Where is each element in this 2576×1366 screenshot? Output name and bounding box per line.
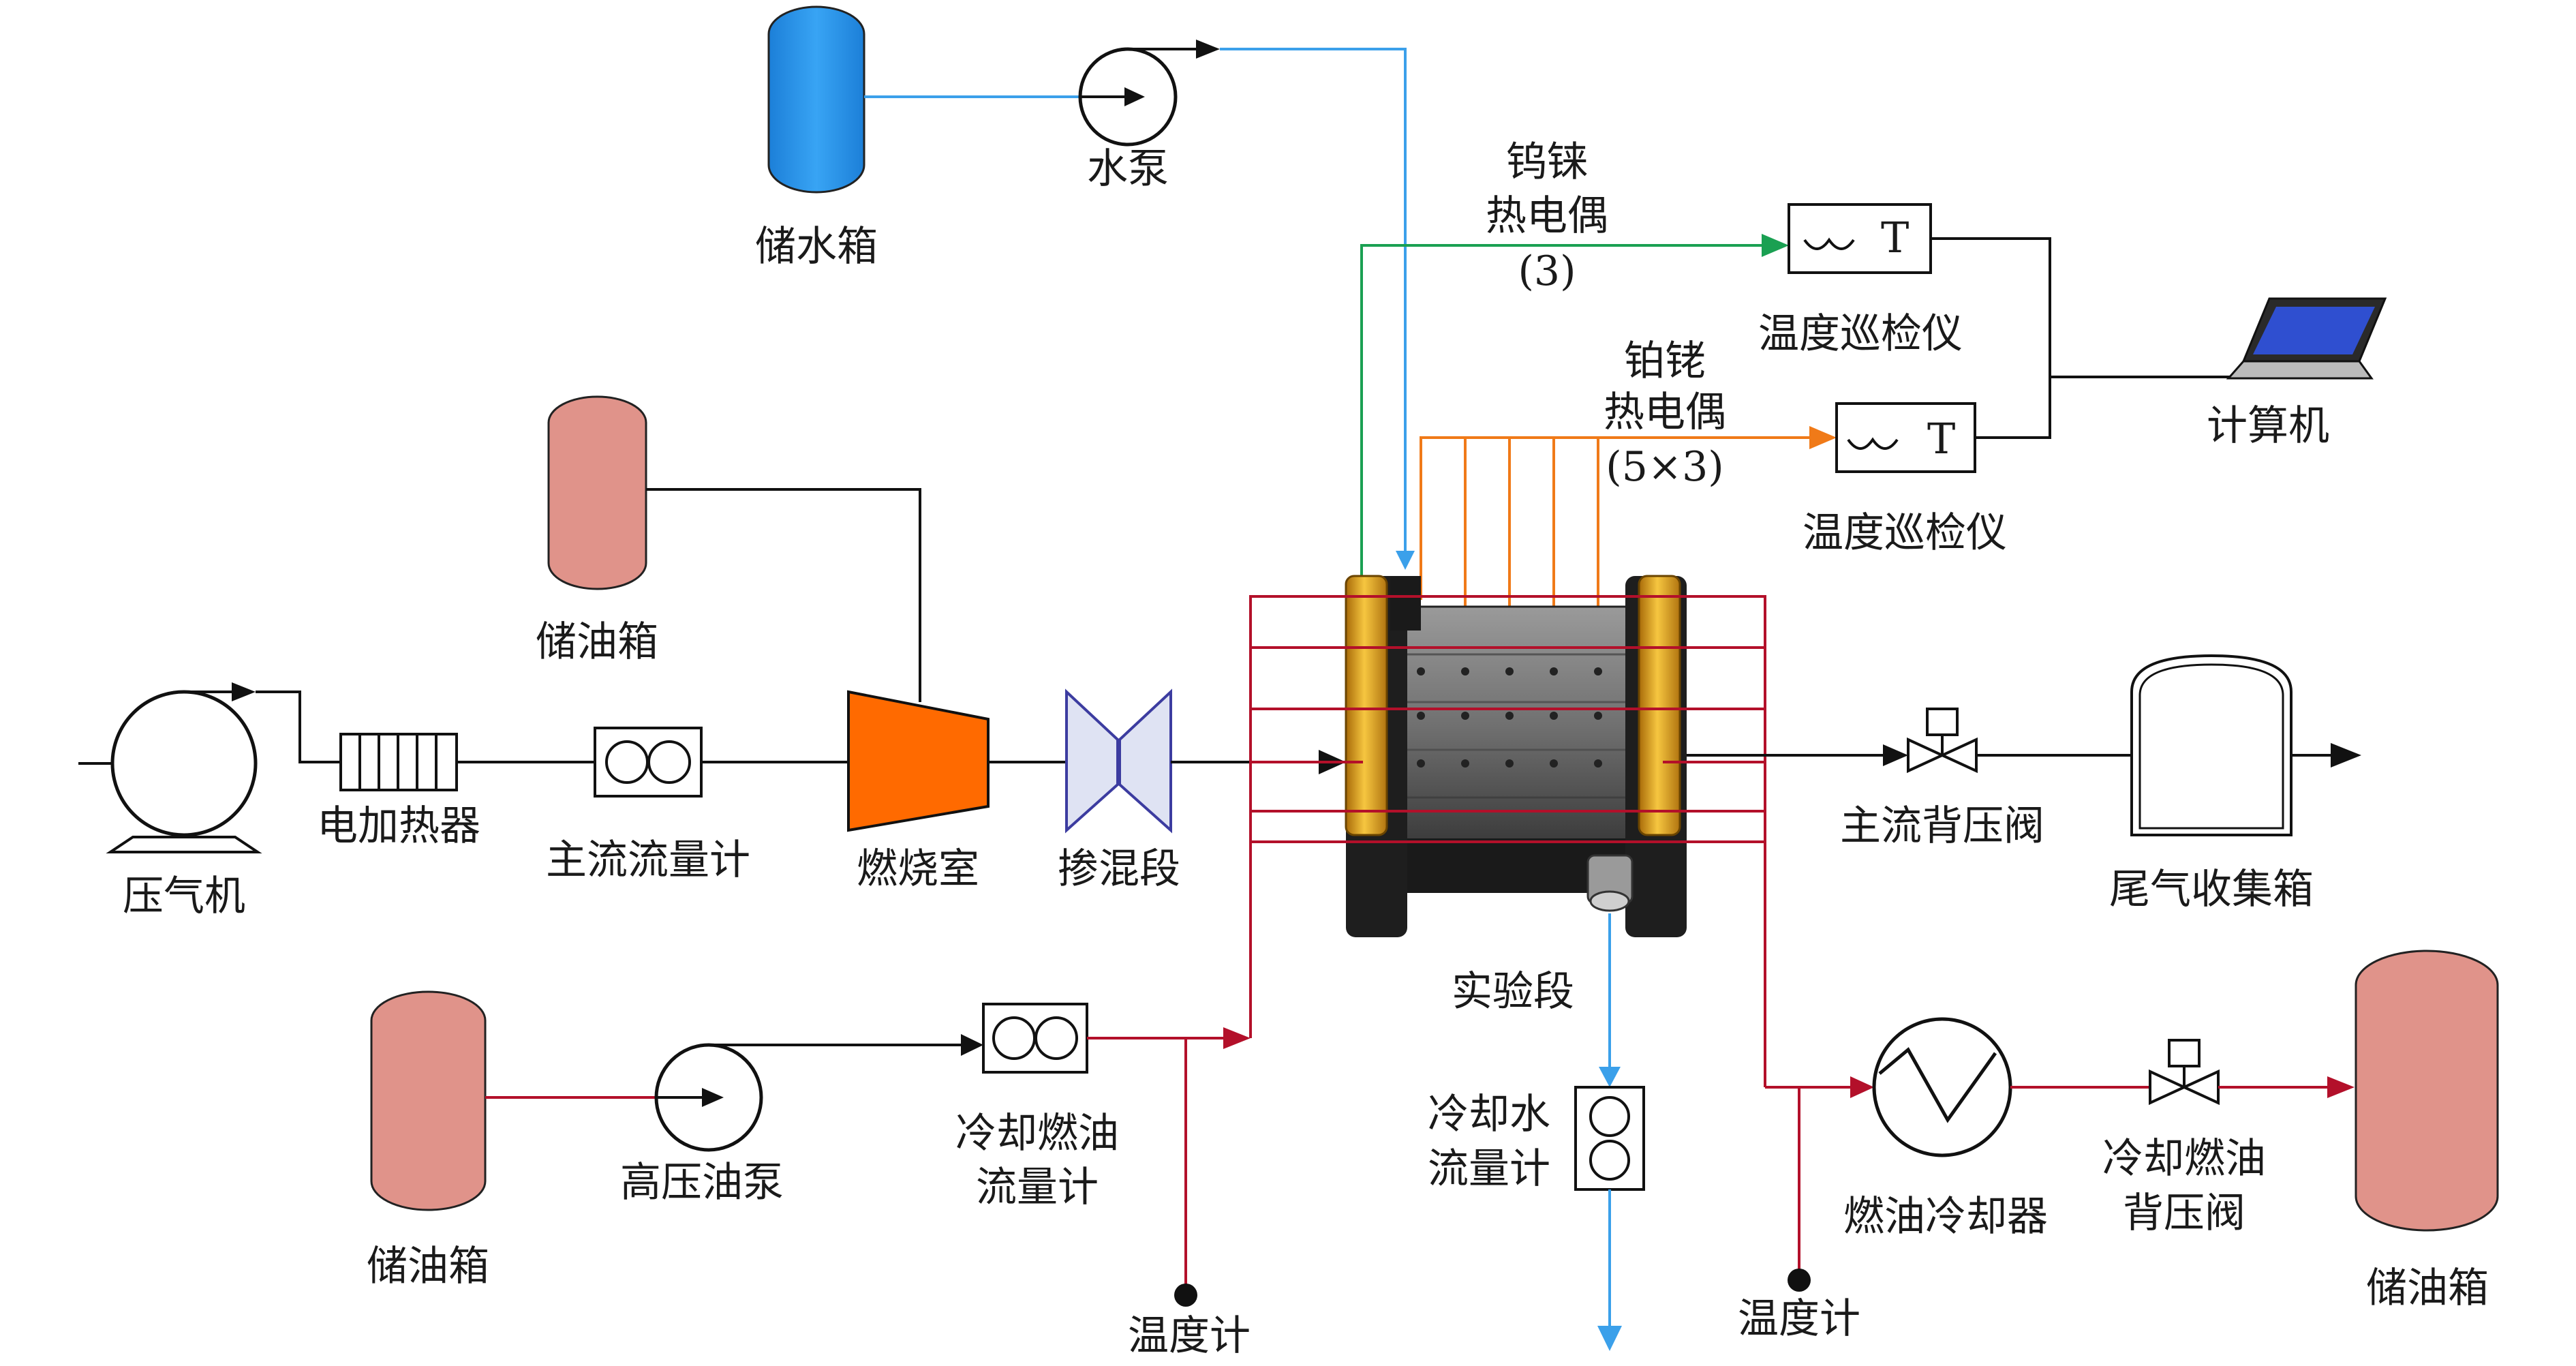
- combustor: [847, 690, 990, 832]
- temp-scanner-1: T: [1788, 203, 1932, 274]
- oil-tank-left: [370, 990, 487, 1211]
- pt-rh-thermocouple-lines: [1420, 426, 1837, 624]
- oil-tank-right: [2355, 950, 2499, 1232]
- water-drain-arrow: [1597, 1326, 1622, 1351]
- label-main-bp-valve: 主流背压阀: [1840, 802, 2044, 850]
- scanner-2-symbol: T: [1927, 414, 1955, 464]
- line-compressor-to-heater: [256, 690, 341, 763]
- fuel-return-arrow: [1850, 1076, 1874, 1098]
- water-inlet-arrow: [1396, 551, 1415, 570]
- label-exhaust-tank: 尾气收集箱: [2109, 866, 2314, 913]
- label-temp-scanner-1: 温度巡检仪: [1758, 310, 1963, 358]
- label-test-section: 实验段: [1452, 968, 1574, 1016]
- label-w-re-2: 热电偶: [1486, 192, 1608, 240]
- test-section: [1345, 575, 1687, 937]
- exhaust-tank: [2130, 654, 2293, 836]
- label-pt-rh-2: 热电偶: [1604, 389, 1726, 436]
- compressor: [78, 682, 262, 853]
- label-temp-scanner-2: 温度巡检仪: [1803, 509, 2007, 557]
- label-w-re-count: (3): [1518, 247, 1576, 295]
- label-cooling-water-flowmeter-2: 流量计: [1428, 1145, 1550, 1193]
- label-thermometer-right: 温度计: [1738, 1295, 1860, 1343]
- thermometer-right-bulb: [1788, 1269, 1811, 1292]
- cooling-fuel-back-pressure-valve: [2149, 1039, 2220, 1106]
- label-water-tank: 储水箱: [755, 223, 878, 271]
- label-mixing-section: 掺混段: [1058, 845, 1180, 893]
- thermometer-left-bulb: [1174, 1284, 1197, 1307]
- label-w-re-1: 钨铼: [1506, 138, 1588, 186]
- fuel-cooler: [1872, 1017, 2012, 1157]
- label-cooling-fuel-flowmeter-1: 冷却燃油: [955, 1110, 1119, 1157]
- label-pt-rh-1: 铂铑: [1624, 337, 1706, 385]
- label-fuel-cooler: 燃油冷却器: [1843, 1193, 2048, 1241]
- label-cooling-fuel-flowmeter-2: 流量计: [976, 1164, 1099, 1211]
- mixing-section: [1065, 688, 1172, 834]
- water-outlet-arrow: [1599, 1067, 1621, 1087]
- label-cooling-fuel-bp-valve-2: 背压阀: [2123, 1189, 2245, 1237]
- w-re-arrow: [1762, 234, 1789, 257]
- w-re-thermocouple-line: [1360, 244, 1772, 586]
- main-outlet-arrow: [1883, 744, 1908, 766]
- label-oil-tank-right: 储油箱: [2366, 1264, 2489, 1312]
- label-oil-tank-top: 储油箱: [536, 618, 658, 666]
- label-water-pump: 水泵: [1087, 145, 1169, 193]
- label-combustor: 燃烧室: [857, 845, 979, 893]
- scanner-1-symbol: T: [1881, 213, 1909, 262]
- electric-heater: [339, 733, 458, 791]
- label-hp-oil-pump: 高压油泵: [620, 1159, 784, 1206]
- oil-tank-top: [547, 395, 647, 590]
- hp-oil-pump: [654, 1043, 763, 1152]
- cooling-water-flowmeter: [1574, 1086, 1645, 1191]
- label-compressor: 压气机: [123, 872, 245, 920]
- temp-scanner-2: T: [1835, 402, 1976, 473]
- exhaust-out-arrow: [2331, 743, 2361, 768]
- water-pump: [1078, 40, 1220, 147]
- label-cooling-fuel-bp-valve-1: 冷却燃油: [2102, 1135, 2266, 1183]
- main-back-pressure-valve: [1907, 708, 1978, 774]
- water-tank: [767, 5, 865, 194]
- fuel-inlet-arrow: [1223, 1027, 1251, 1049]
- computer-icon: [2226, 297, 2387, 380]
- scanner-to-computer-line: [1931, 237, 2051, 439]
- water-line-to-test-section: [1220, 48, 1407, 559]
- label-oil-tank-left: 储油箱: [367, 1243, 489, 1290]
- label-thermometer-left: 温度计: [1128, 1312, 1251, 1360]
- main-flowmeter: [594, 727, 703, 798]
- label-pt-rh-count: (5×3): [1606, 443, 1723, 491]
- fuel-line-to-combustor: [646, 488, 921, 702]
- label-computer: 计算机: [2207, 402, 2329, 450]
- label-cooling-water-flowmeter-1: 冷却水: [1428, 1091, 1550, 1138]
- label-main-flowmeter: 主流流量计: [546, 836, 750, 884]
- pump-to-flowmeter-arrow: [961, 1034, 983, 1056]
- cooling-fuel-flowmeter: [982, 1003, 1088, 1074]
- oil-tank-right-arrow: [2327, 1076, 2355, 1098]
- fuel-channel-lines: [1249, 595, 1766, 1087]
- label-electric-heater: 电加热器: [317, 802, 480, 850]
